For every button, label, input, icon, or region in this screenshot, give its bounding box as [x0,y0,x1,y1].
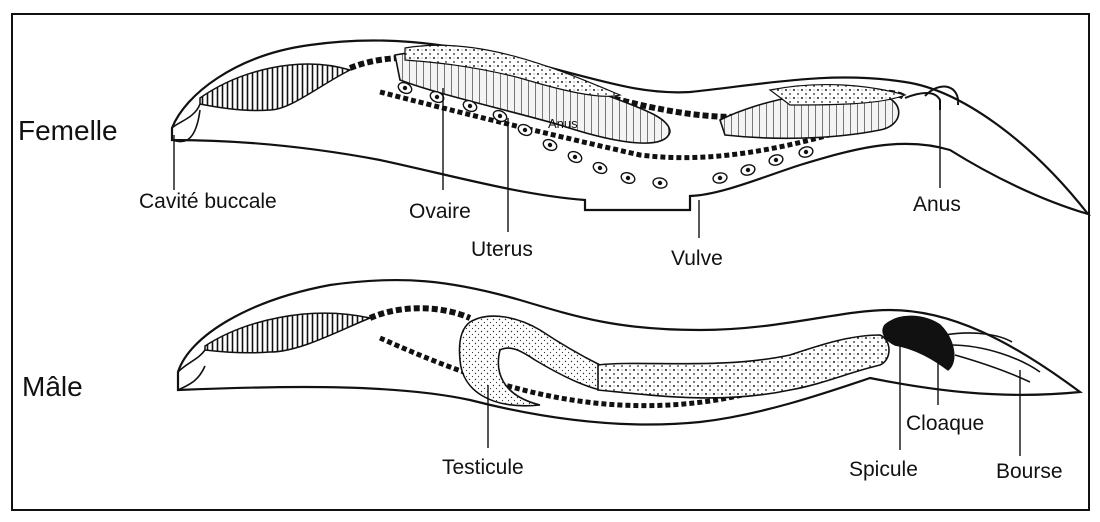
female-title: Femelle [18,115,118,146]
label-spicule: Spicule [849,458,918,481]
label-bourse: Bourse [996,460,1063,483]
label-anus: Anus [913,193,961,216]
label-cavite-buccale: Cavité buccale [139,190,277,213]
female-worm [172,40,1088,214]
label-uterus: Uterus [471,238,533,261]
male-worm [178,280,1080,425]
male-title: Mâle [22,371,83,402]
label-cloaque: Cloaque [906,412,984,435]
label-vulve: Vulve [671,247,723,270]
label-testicule: Testicule [442,456,524,479]
label-anus-inner: Anus [548,116,578,131]
label-ovaire: Ovaire [409,200,471,223]
